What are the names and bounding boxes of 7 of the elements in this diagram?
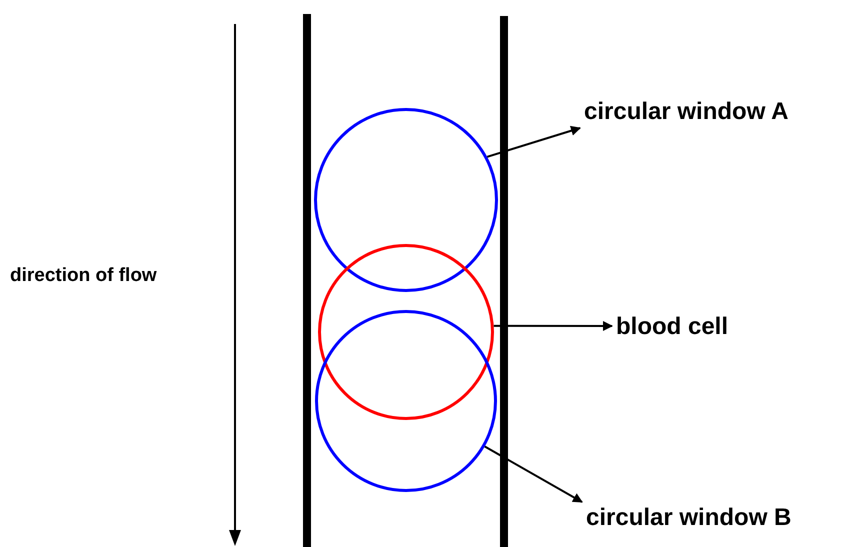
flow-label: direction of flow <box>10 264 157 288</box>
callout-label: blood cell <box>612 310 728 344</box>
leader-arrow <box>484 446 583 503</box>
callout-label: circular window A <box>580 94 788 130</box>
leader-arrow <box>486 126 581 158</box>
callout-label: circular window B <box>582 500 792 536</box>
leader-arrow <box>494 321 613 331</box>
